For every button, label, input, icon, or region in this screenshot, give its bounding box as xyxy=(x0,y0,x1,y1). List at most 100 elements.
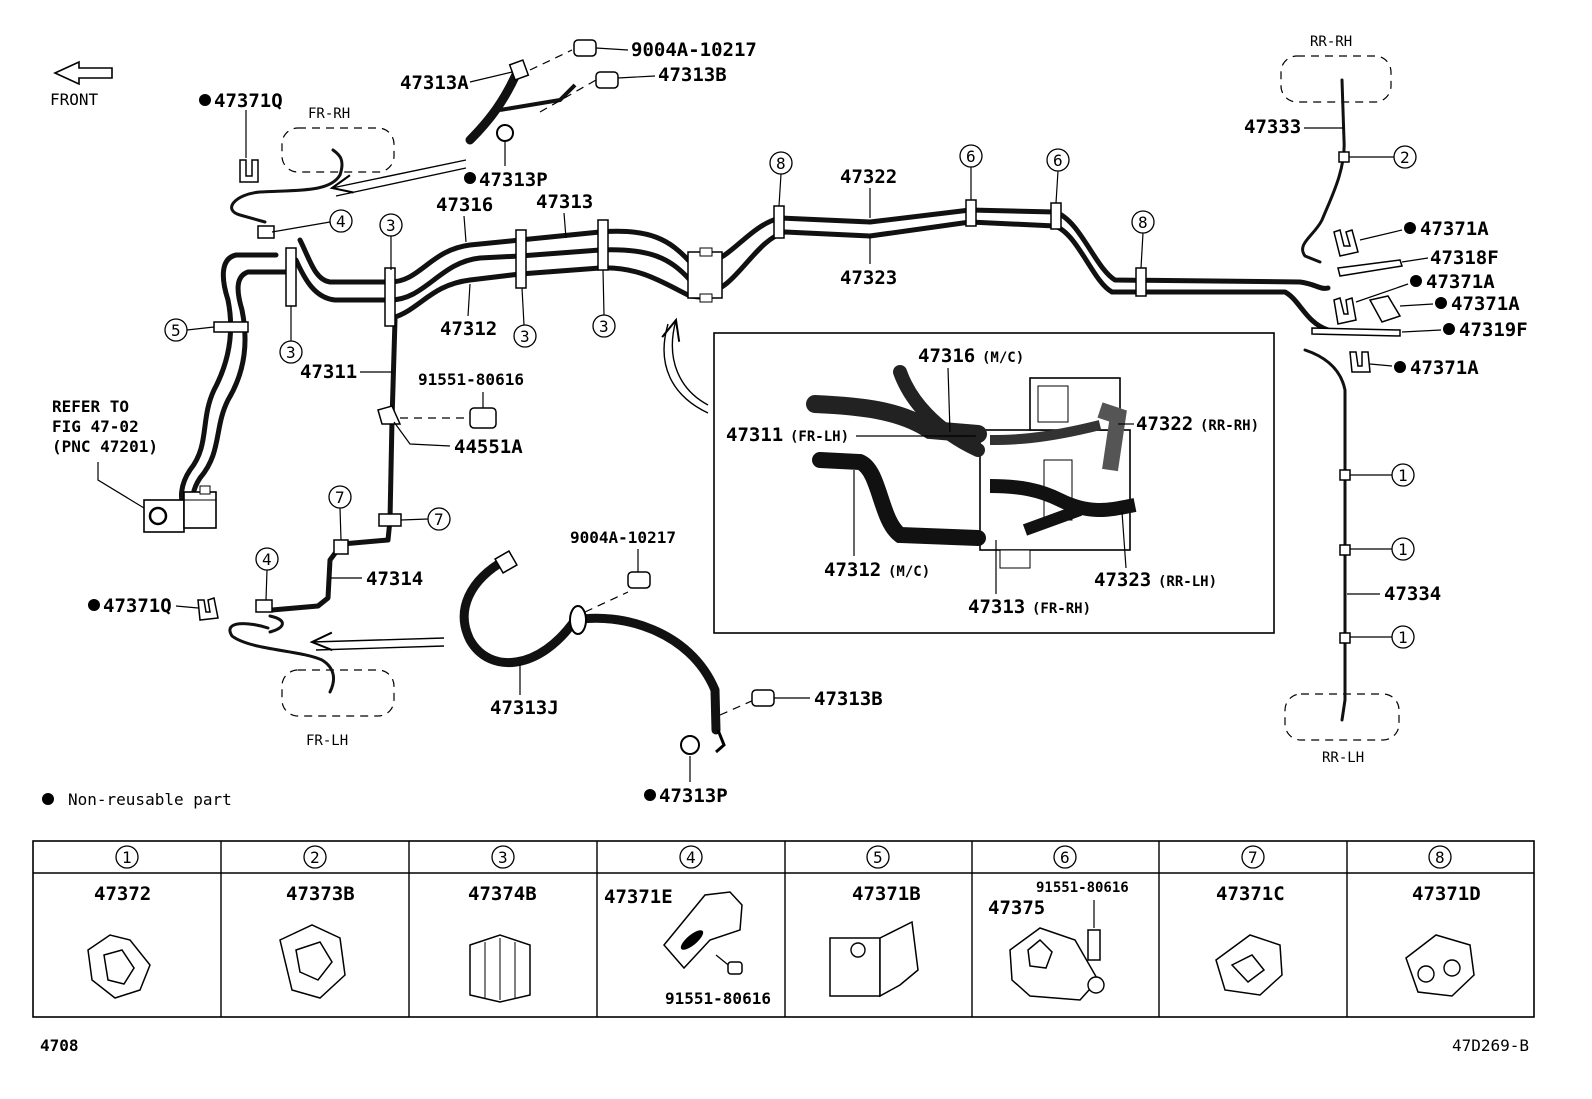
table-part: 47371C xyxy=(1216,883,1285,905)
master-cylinder-icon xyxy=(143,485,217,533)
table-part: 47372 xyxy=(94,883,151,905)
part-label: 47313A xyxy=(400,72,469,94)
table-part: 47371B xyxy=(852,883,921,905)
part-label: 47333 xyxy=(1244,116,1301,138)
inset-label: (FR-RH) xyxy=(1032,601,1091,617)
table-col-num: 2 xyxy=(310,848,320,867)
clip-47371c-icon xyxy=(1215,934,1283,996)
part-label: 44551A xyxy=(454,436,523,458)
part-label: 47313P xyxy=(659,785,728,807)
inset-label: 47313 xyxy=(968,596,1025,618)
part-label: 47313B xyxy=(658,64,727,86)
svg-text:3: 3 xyxy=(286,343,296,362)
svg-text:4: 4 xyxy=(336,212,346,231)
svg-text:3: 3 xyxy=(599,317,609,336)
zone-frame-rr-rh xyxy=(1280,55,1392,103)
svg-text:1: 1 xyxy=(1398,628,1408,647)
footer-page-code: 4708 xyxy=(40,1036,79,1055)
direction-arrows xyxy=(309,159,709,652)
union-joint-icon xyxy=(377,405,497,429)
svg-text:2: 2 xyxy=(1400,148,1410,167)
svg-text:6: 6 xyxy=(1053,151,1063,170)
part-label: 9004A-10217 xyxy=(570,528,676,547)
inset-label: 47316 xyxy=(918,345,975,367)
part-labels: 9004A-10217 47313A 47313B 47371Q 47313P … xyxy=(88,39,1528,807)
inset-label: 47322 xyxy=(1136,413,1193,435)
table-col-num: 6 xyxy=(1060,848,1070,867)
clip-47371b-icon xyxy=(829,920,919,998)
part-label: 47312 xyxy=(440,318,497,340)
part-label: 47313P xyxy=(479,169,548,191)
part-label: 47313 xyxy=(536,191,593,213)
part-label: 47311 xyxy=(300,361,357,383)
footer-figure-code: 47D269-B xyxy=(1452,1036,1529,1055)
svg-text:5: 5 xyxy=(171,321,181,340)
refer-text-line1: REFER TO xyxy=(52,397,129,416)
brake-tubes xyxy=(179,78,1347,722)
inset-label: 47311 xyxy=(726,424,783,446)
svg-text:8: 8 xyxy=(776,154,786,173)
table-col-num: 8 xyxy=(1435,848,1445,867)
part-label: 91551-80616 xyxy=(418,370,524,389)
inset-label: (M/C) xyxy=(982,350,1024,366)
table-part: 91551-80616 xyxy=(1036,880,1129,896)
non-reusable-bullet-icon xyxy=(42,793,54,805)
part-label: 47334 xyxy=(1384,583,1441,605)
svg-text:7: 7 xyxy=(335,488,345,507)
part-label: 47371Q xyxy=(103,595,172,617)
svg-text:1: 1 xyxy=(1398,466,1408,485)
zone-frame-fr-lh xyxy=(281,669,395,717)
svg-text:6: 6 xyxy=(966,147,976,166)
table-col-num: 5 xyxy=(873,848,883,867)
part-label: 47316 xyxy=(436,194,493,216)
clip-47373b-icon xyxy=(279,924,346,999)
inset-label: 47323 xyxy=(1094,569,1151,591)
inset-label: (RR-RH) xyxy=(1200,418,1259,434)
table-part: 47374B xyxy=(468,883,537,905)
table-part: 47373B xyxy=(286,883,355,905)
abs-actuator-icon xyxy=(687,247,723,303)
clip-parts-table: 1 2 3 4 5 6 7 8 47372 47373B 47374B 4737… xyxy=(32,840,1535,1018)
table-col-num: 3 xyxy=(498,848,508,867)
zone-label-fr-lh: FR-LH xyxy=(306,733,348,749)
part-label: 9004A-10217 xyxy=(631,39,757,61)
svg-text:3: 3 xyxy=(520,327,530,346)
zone-label-rr-lh: RR-LH xyxy=(1322,750,1364,766)
inset-label: (RR-LH) xyxy=(1158,574,1217,590)
clip-47371e-icon xyxy=(663,891,743,975)
clip-47374b-icon xyxy=(469,934,531,1003)
zone-frame-rr-lh xyxy=(1284,693,1400,741)
clip-47371d-icon xyxy=(1405,934,1475,997)
flex-hose-47313j xyxy=(459,550,755,755)
table-col-num: 7 xyxy=(1248,848,1258,867)
table-part: 47371E xyxy=(604,886,673,908)
part-label: 47371A xyxy=(1451,293,1520,315)
callout-leaders xyxy=(186,156,1394,638)
legend-non-reusable: Non-reusable part xyxy=(68,790,232,809)
part-label: 47371A xyxy=(1426,271,1495,293)
inset-detail: 47316 (M/C) 47311 (FR-LH) 47322 (RR-RH) … xyxy=(713,332,1275,634)
svg-text:8: 8 xyxy=(1138,213,1148,232)
svg-text:4: 4 xyxy=(262,550,272,569)
inset-label: 47312 xyxy=(824,559,881,581)
table-part: 91551-80616 xyxy=(665,989,771,1008)
table-part: 47371D xyxy=(1412,883,1481,905)
flex-hose-47313a xyxy=(465,49,597,145)
part-label: 47313B xyxy=(814,688,883,710)
inset-label: (M/C) xyxy=(888,564,930,580)
front-label: FRONT xyxy=(50,90,99,109)
diagram-callouts: 4 3 5 3 3 3 8 6 6 8 2 1 1 1 7 7 4 xyxy=(164,144,1417,649)
svg-text:7: 7 xyxy=(434,510,444,529)
part-label: 47318F xyxy=(1430,247,1499,269)
clip-47372-icon xyxy=(87,934,151,999)
clip-47375-icon xyxy=(1009,900,1105,1001)
part-label: 47371A xyxy=(1420,218,1489,240)
refer-text-line2: FIG 47-02 xyxy=(52,417,139,436)
clip-icons xyxy=(197,159,1403,621)
part-label: 47322 xyxy=(840,166,897,188)
part-label: 47314 xyxy=(366,568,423,590)
table-part: 47375 xyxy=(988,897,1045,919)
part-label: 47323 xyxy=(840,267,897,289)
part-label: 47371A xyxy=(1410,357,1479,379)
table-col-num: 1 xyxy=(122,848,132,867)
